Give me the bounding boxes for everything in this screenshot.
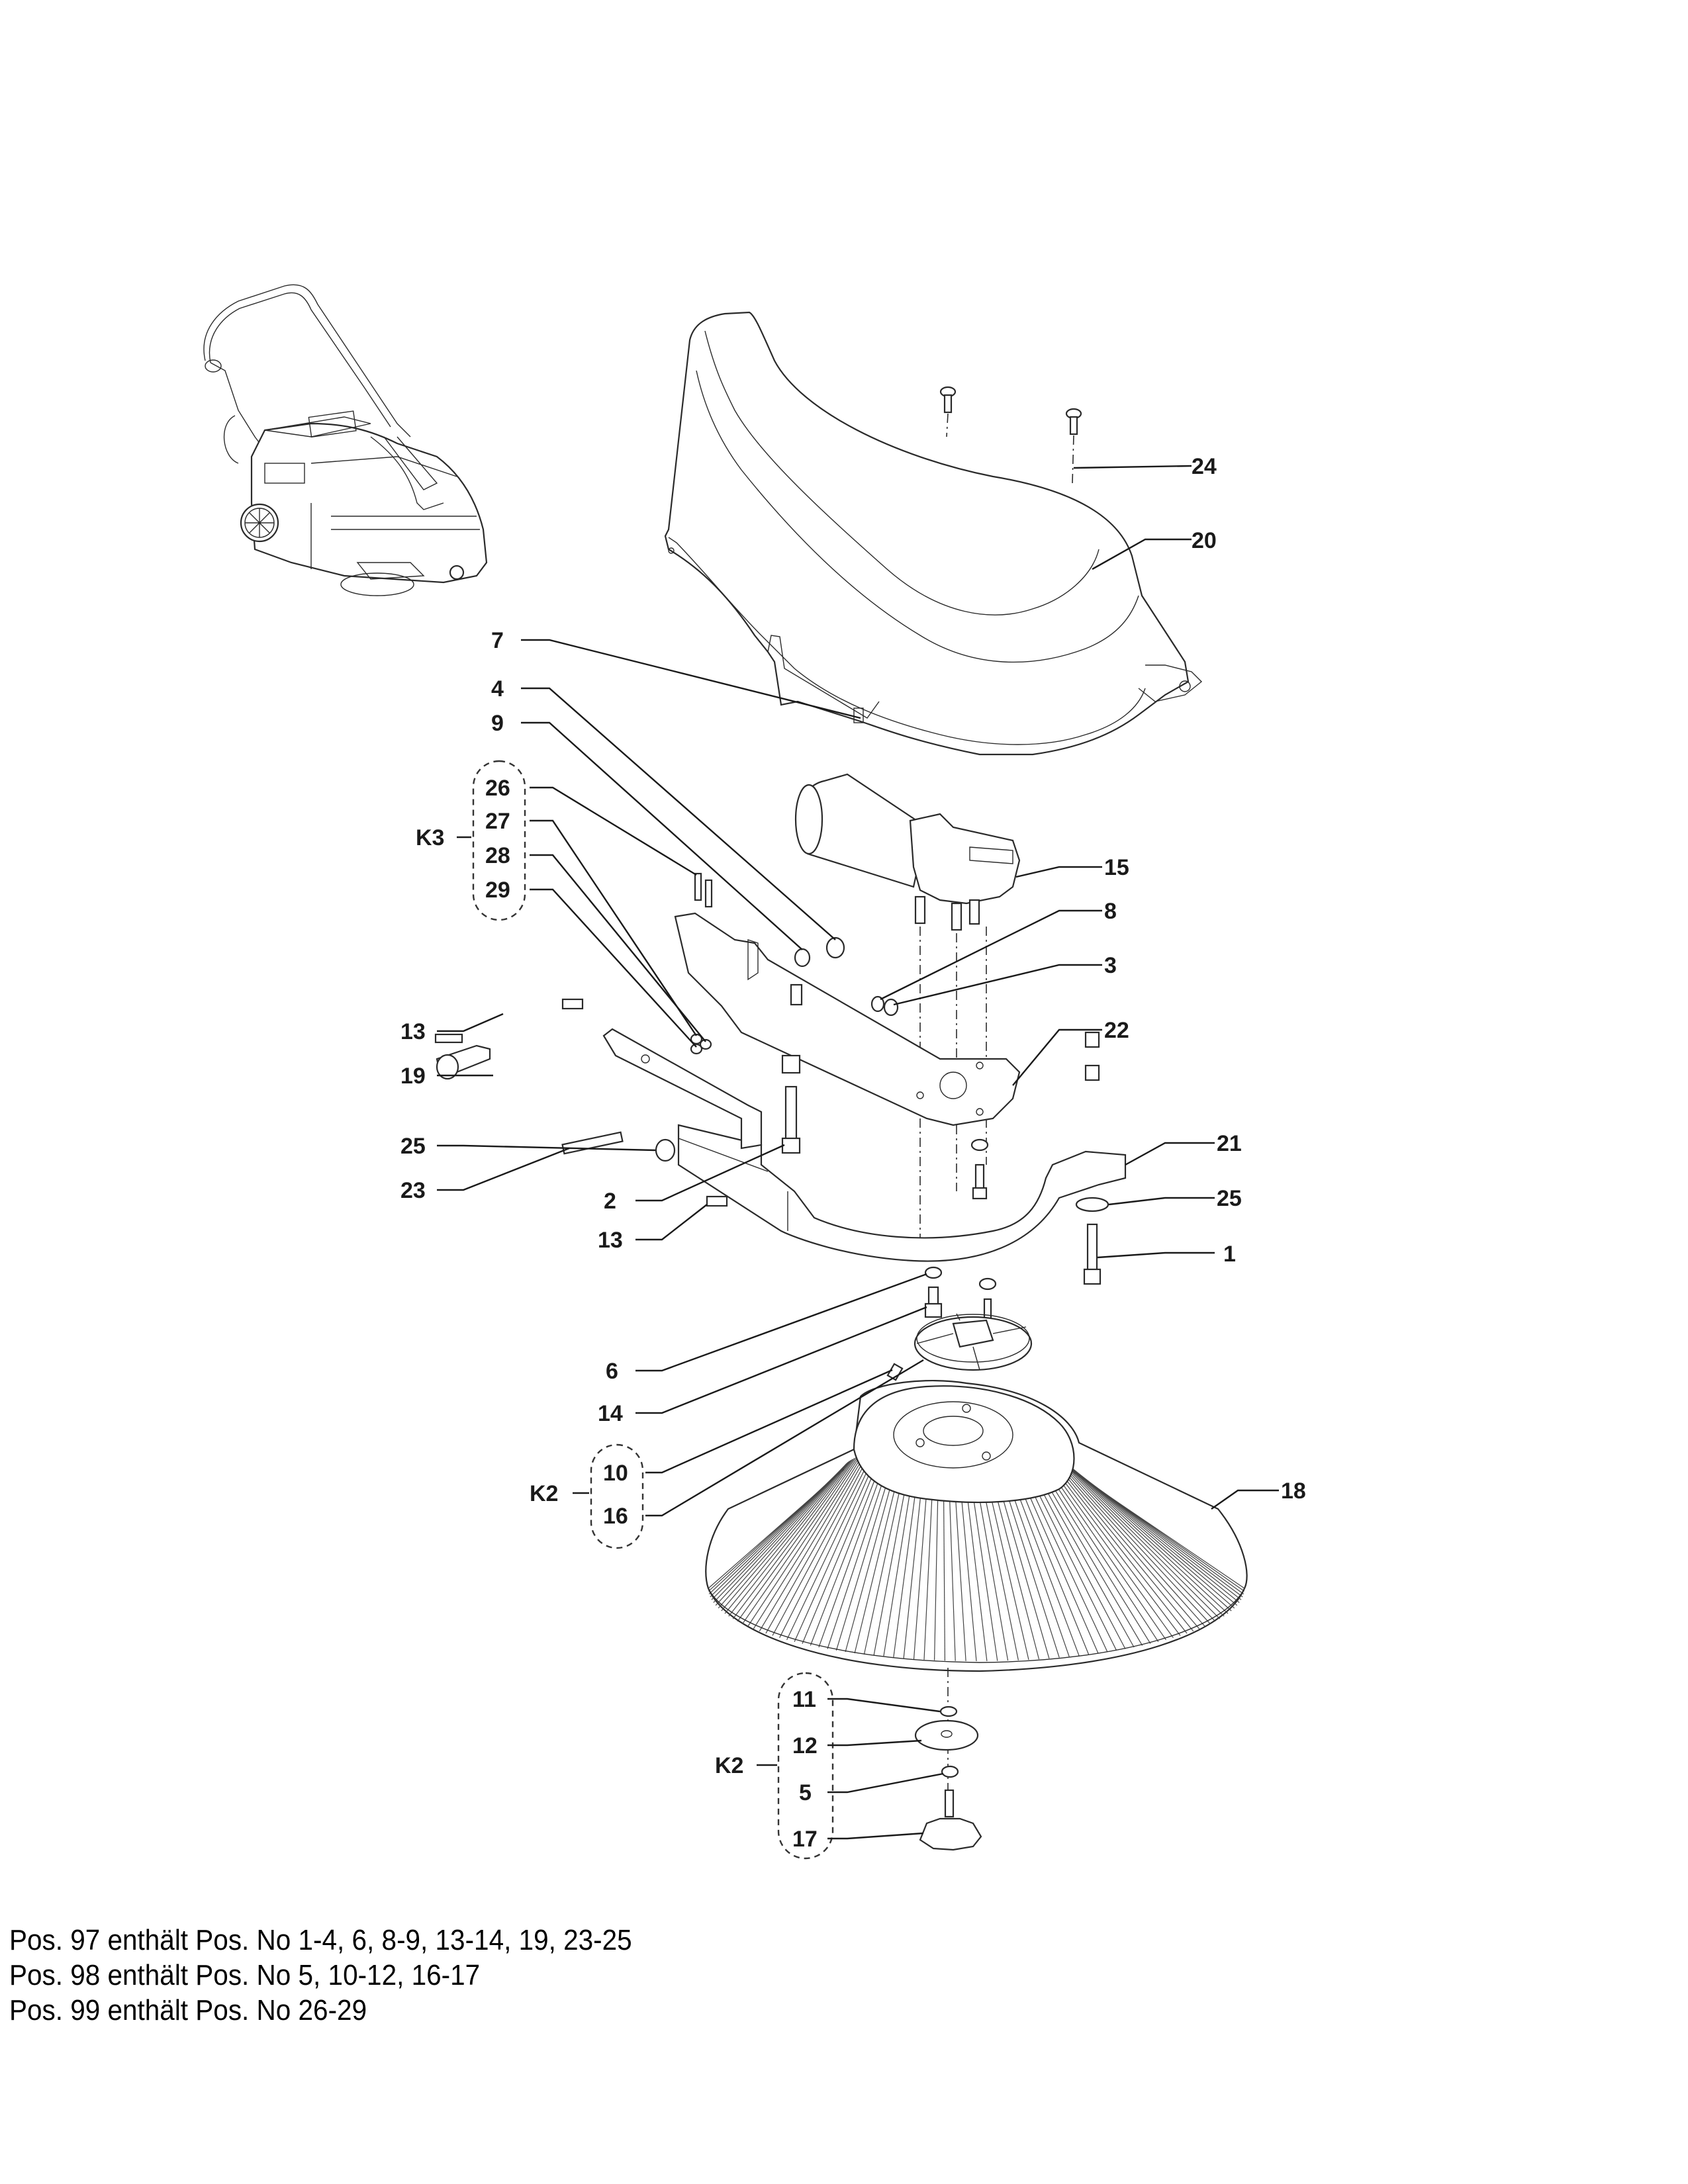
callout-1: 1: [1223, 1242, 1236, 1267]
bristle-line: [779, 1451, 874, 1638]
kit-label-k2-upper: K2: [530, 1481, 558, 1506]
bristle-line: [718, 1461, 849, 1609]
callout-6: 6: [606, 1359, 618, 1384]
callout-26: 26: [485, 776, 510, 801]
bristle-line: [713, 1463, 847, 1603]
callout-4: 4: [491, 676, 504, 702]
note-pos-98: Pos. 98 enthält Pos. No 5, 10-12, 16-17: [9, 1959, 481, 1991]
callout-25-right: 25: [1217, 1186, 1242, 1211]
part-24-screws: [939, 386, 1082, 484]
kit-label-k2-lower: K2: [715, 1753, 743, 1778]
part-6-14-hub: [886, 1266, 1033, 1381]
callout-13-left: 13: [400, 1019, 426, 1044]
bristle-line: [1060, 1459, 1225, 1617]
callout-23: 23: [400, 1178, 426, 1203]
callout-21: 21: [1217, 1131, 1242, 1156]
bristle-line: [1064, 1461, 1235, 1609]
callout-17: 17: [792, 1827, 818, 1852]
callout-28: 28: [485, 843, 510, 868]
bristle-line: [732, 1457, 855, 1619]
bristle-line: [1045, 1452, 1188, 1634]
bristle-line: [786, 1450, 878, 1641]
bristle-line: [759, 1453, 867, 1632]
bristle-line: [721, 1461, 850, 1612]
bristle-line: [724, 1459, 851, 1614]
callout-10: 10: [603, 1461, 628, 1486]
note-pos-97: Pos. 97 enthält Pos. No 1-4, 6, 8-9, 13-…: [9, 1924, 632, 1956]
callout-19: 19: [400, 1064, 426, 1089]
bristle-line: [728, 1459, 853, 1617]
bristle-line: [1062, 1459, 1229, 1614]
callout-8: 8: [1104, 899, 1117, 924]
part-20-brush-cover: [664, 311, 1203, 756]
callout-18: 18: [1281, 1479, 1306, 1504]
part-4-9-washers: [794, 936, 899, 1017]
callout-5: 5: [799, 1780, 812, 1805]
part-21-arm: [602, 1028, 1127, 1262]
callout-12: 12: [792, 1733, 818, 1758]
bristle-line: [742, 1456, 859, 1625]
bristle-line: [802, 1449, 884, 1644]
bristle-line: [1058, 1457, 1221, 1619]
bristle-line: [1047, 1453, 1194, 1632]
note-pos-99: Pos. 99 enthält Pos. No 26-29: [9, 1994, 367, 2026]
callout-2: 2: [604, 1189, 616, 1214]
callout-25-left: 25: [400, 1134, 426, 1159]
callout-3: 3: [1104, 953, 1117, 978]
leader-lines: [437, 465, 1279, 1840]
callout-15: 15: [1104, 855, 1129, 880]
machine-overview-illustration: [203, 284, 488, 596]
part-15-motor: [794, 773, 1021, 1257]
callout-29: 29: [485, 878, 510, 903]
part-26-29-screws: [690, 872, 713, 1055]
part-11-12-5-17-fasteners: [914, 1668, 982, 1851]
bristle-line: [1054, 1456, 1211, 1625]
bristle-line: [1063, 1461, 1232, 1612]
callout-9: 9: [491, 711, 504, 736]
kit-contents-notes: Pos. 97 enthält Pos. No 1-4, 6, 8-9, 13-…: [9, 1923, 632, 2028]
bristle-line: [753, 1454, 864, 1629]
fasteners-arm: [434, 998, 1109, 1285]
bristle-line: [1056, 1457, 1216, 1622]
bristle-line: [794, 1449, 881, 1643]
callout-27: 27: [485, 809, 510, 834]
bristle-line: [1052, 1455, 1205, 1627]
callout-16: 16: [603, 1504, 628, 1529]
bristle-line: [711, 1465, 846, 1600]
kit-k2-lower-outline: [777, 1672, 834, 1860]
callout-labels: 24 20 7 4 9 26 27 28 29 K3 15 8 3 22 13 …: [400, 454, 1306, 1852]
callout-13-right: 13: [598, 1228, 623, 1253]
bristle-line: [1049, 1454, 1200, 1629]
bristle-line: [737, 1457, 857, 1622]
bristle-line: [772, 1451, 872, 1636]
callout-24: 24: [1192, 454, 1217, 479]
bristle-line: [747, 1455, 861, 1627]
callout-11: 11: [792, 1687, 816, 1712]
callout-20: 20: [1192, 528, 1217, 553]
bristle-line: [715, 1463, 848, 1606]
bristle-line: [765, 1452, 869, 1634]
kit-k2-upper-outline: [590, 1443, 644, 1549]
callout-7: 7: [491, 628, 504, 653]
kit-k3-outline: [472, 760, 526, 921]
callout-22: 22: [1104, 1018, 1129, 1043]
kit-label-k3: K3: [416, 825, 444, 850]
part-18-side-brush: [705, 1379, 1248, 1672]
bristle-line: [1068, 1469, 1245, 1589]
callout-14: 14: [598, 1401, 623, 1426]
part-22-bracket: [674, 912, 1021, 1126]
